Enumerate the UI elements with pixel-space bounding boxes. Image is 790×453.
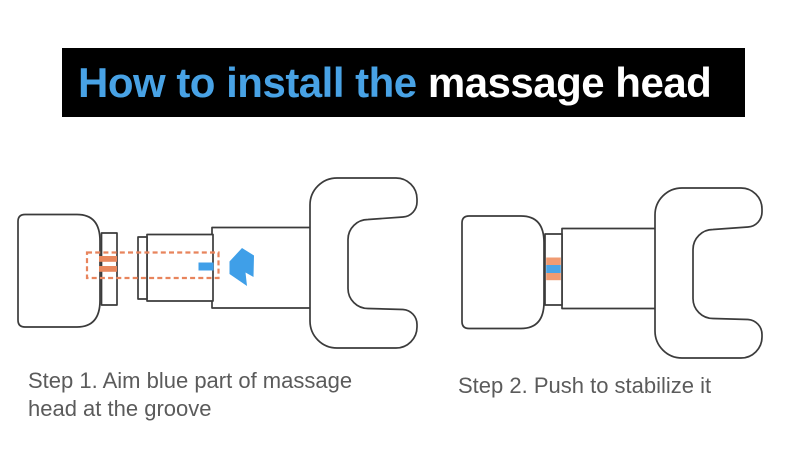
seated-stripe-orange-bottom [546, 273, 561, 281]
title-banner: How to install the massage head [62, 48, 745, 117]
groove-mark-top [99, 256, 117, 262]
groove-mark-bottom [99, 266, 117, 272]
step2-diagram [461, 187, 763, 359]
device-handle-bracket [654, 187, 763, 359]
blue-part-tab [198, 262, 214, 271]
device-handle-bracket [309, 177, 418, 349]
massage-head [17, 213, 101, 328]
seated-stripe-orange-top [546, 257, 561, 265]
step1-diagram [17, 177, 418, 349]
push-direction-arrow-icon [229, 248, 254, 286]
alignment-guide-dashed-box [85, 251, 220, 280]
step2-caption: Step 2. Push to stabilize it [458, 373, 712, 398]
step1-caption: Step 1. Aim blue part of massage head at… [28, 368, 353, 421]
massage-head [461, 215, 545, 330]
seated-stripe-blue [546, 265, 561, 273]
title-highlight-text: How to install the [78, 58, 428, 106]
installation-diagrams [17, 177, 763, 359]
attachment-shaft-collar [137, 236, 148, 300]
title-rest-text: massage head [427, 58, 712, 106]
